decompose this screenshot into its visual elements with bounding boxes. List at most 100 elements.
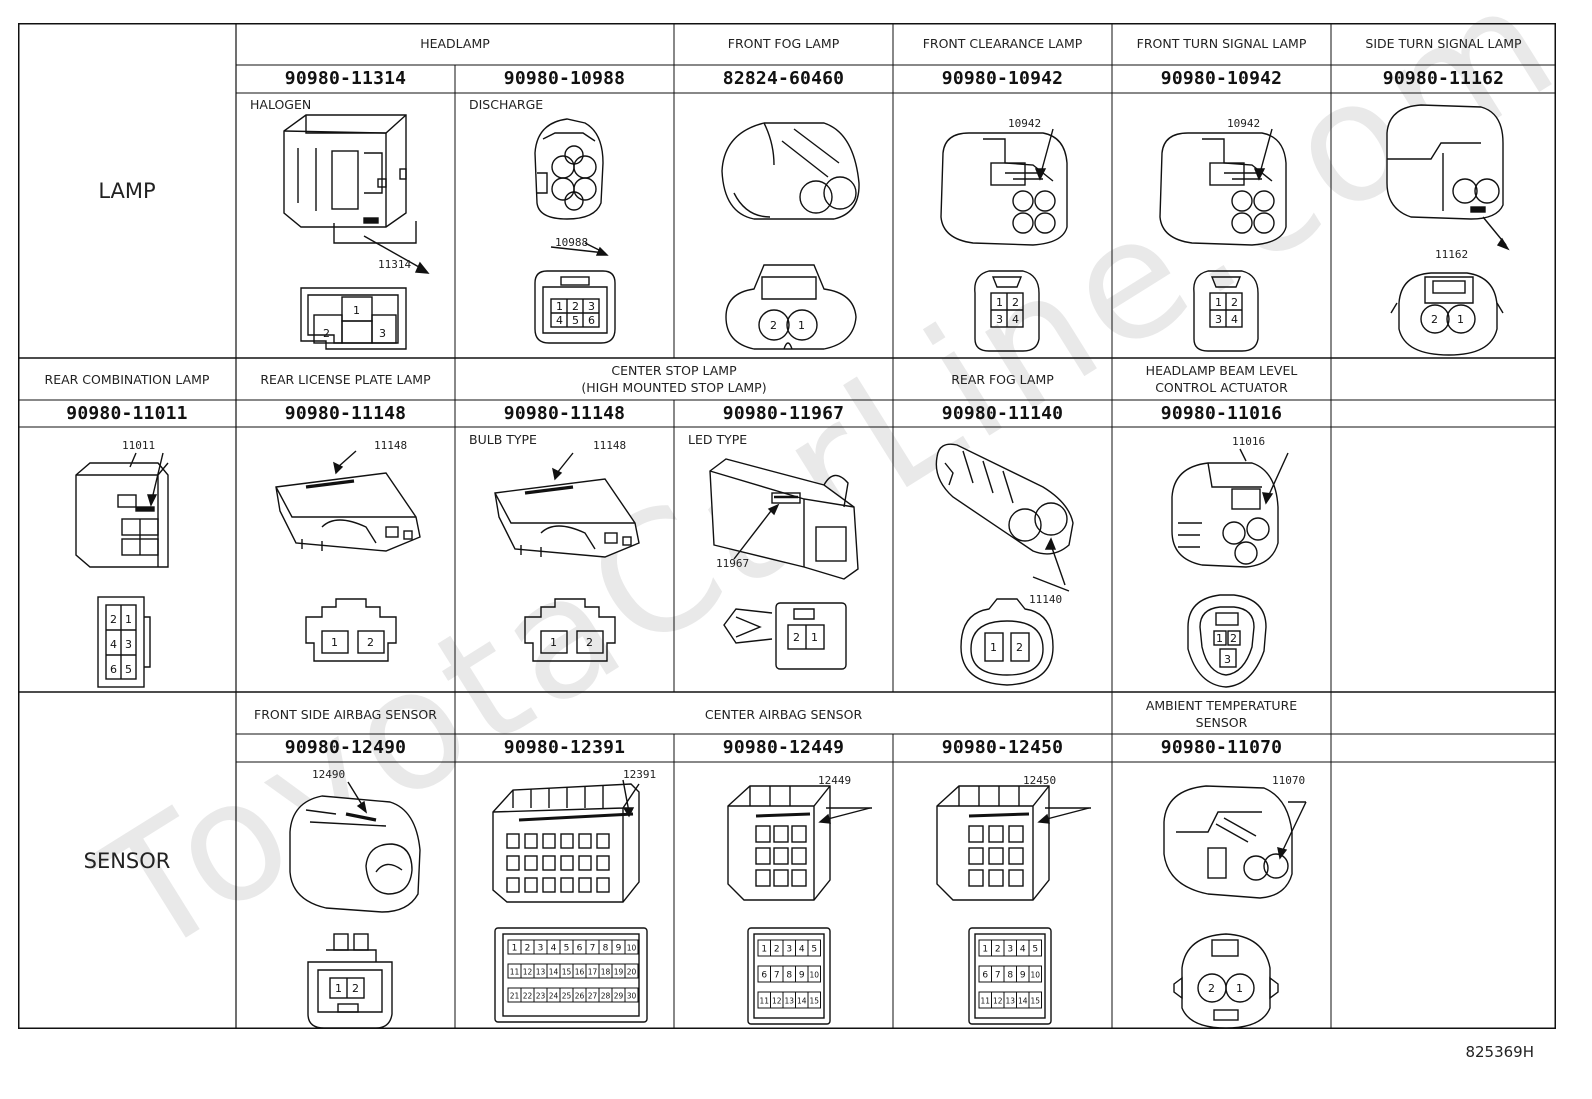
part-number: 90980-11011 xyxy=(66,403,188,424)
sublabel-halogen: HALOGEN xyxy=(250,97,312,112)
part-number: 90980-10942 xyxy=(1160,68,1283,89)
header-line: CONTROL ACTUATOR xyxy=(1155,380,1288,395)
pin-label: 2 xyxy=(770,319,777,332)
table-grid xyxy=(18,23,1556,1029)
pin-label: 2 xyxy=(367,636,374,649)
connector-drawing-82824-60460: 2 1 xyxy=(721,122,860,350)
pin-label: 12 xyxy=(523,968,533,977)
part-number: 90980-12449 xyxy=(722,737,845,758)
pin-cell xyxy=(807,991,821,1009)
pin-label: 23 xyxy=(536,992,546,1001)
pin-label: 1 xyxy=(1215,296,1222,309)
pin-label: 2 xyxy=(1208,982,1215,995)
pin-label: 21 xyxy=(510,992,520,1001)
connector-code: 11162 xyxy=(1435,248,1468,261)
connector-code: 12490 xyxy=(312,768,345,781)
pin-label: 2 xyxy=(110,613,117,626)
connector-drawing-11162: 11162 2 1 xyxy=(1386,104,1510,356)
pin-label: 3 xyxy=(379,327,386,340)
header-headlamp: HEADLAMP xyxy=(420,36,490,51)
pin-label: 12 xyxy=(993,997,1003,1006)
part-number: 90980-12490 xyxy=(284,737,407,758)
pin-label: 15 xyxy=(1030,997,1040,1006)
pin-label: 6 xyxy=(982,971,988,981)
pin-label: 1 xyxy=(556,300,563,313)
pin-label: 5 xyxy=(564,944,570,954)
part-number: 90980-10988 xyxy=(503,68,626,89)
pin-label: 6 xyxy=(761,971,767,981)
header-center-stop-lamp: CENTER STOP LAMP (HIGH MOUNTED STOP LAMP… xyxy=(455,362,893,396)
connector-code: 11148 xyxy=(374,439,407,452)
pin-label: 11 xyxy=(759,997,769,1006)
pin-label: 14 xyxy=(549,968,559,977)
pin-label: 19 xyxy=(614,968,624,977)
pin-label: 7 xyxy=(995,971,1001,981)
connector-code: 12449 xyxy=(818,774,851,787)
connector-drawing-11314: 11314 1 2 3 xyxy=(283,114,430,350)
connector-drawing-11967: 11967 2 1 xyxy=(709,458,859,670)
pin-cell xyxy=(624,987,639,1003)
pin-label: 2 xyxy=(586,636,593,649)
pin-label: 10 xyxy=(627,944,637,953)
header-line: CENTER STOP LAMP xyxy=(611,363,737,378)
pin-label: 7 xyxy=(590,944,596,954)
header-ambient-temperature-sensor: AMBIENT TEMPERATURE SENSOR xyxy=(1112,697,1331,731)
connector-code: 11140 xyxy=(1029,593,1062,606)
pin-label: 2 xyxy=(1431,313,1438,326)
pin-label: 8 xyxy=(603,944,609,954)
pin-label: 9 xyxy=(1020,971,1026,981)
connector-drawing-11011: 11011 2 1 4 3 6 5 xyxy=(75,439,169,688)
sublabel-bulb-type: BULB TYPE xyxy=(469,432,537,447)
pin-label: 1 xyxy=(811,631,818,644)
pin-label: 1 xyxy=(761,945,767,955)
part-number: 90980-12450 xyxy=(941,737,1064,758)
connector-code: 10988 xyxy=(555,236,588,249)
header-center-airbag-sensor: CENTER AIRBAG SENSOR xyxy=(704,707,863,722)
pin-label: 2 xyxy=(525,944,531,954)
connector-code: 11148 xyxy=(593,439,626,452)
part-number: 90980-11314 xyxy=(284,68,407,89)
connector-drawing-10942-clearance: 10942 1 2 3 4 xyxy=(940,117,1068,352)
pin-label: 6 xyxy=(110,663,117,676)
pin-label: 8 xyxy=(1007,971,1013,981)
pin-label: 30 xyxy=(627,992,637,1001)
pin-label: 1 xyxy=(982,945,988,955)
pin-label: 1 xyxy=(1457,313,1464,326)
pin-cell xyxy=(1028,991,1042,1009)
pin-label: 5 xyxy=(1032,945,1038,955)
pin-label: 2 xyxy=(774,945,780,955)
pin-label: 5 xyxy=(572,314,579,327)
pin-label: 3 xyxy=(125,638,132,651)
pin-cell xyxy=(624,963,639,979)
connector-code: 11070 xyxy=(1272,774,1305,787)
sublabel-led-type: LED TYPE xyxy=(688,432,748,447)
part-number: 90980-11070 xyxy=(1160,737,1283,758)
pin-cell xyxy=(807,965,821,983)
connector-chart: LAMP SENSOR HEADLAMP FRONT FOG LAMP FRON… xyxy=(18,23,1556,1029)
pin-label: 14 xyxy=(1018,997,1028,1006)
pin-label: 3 xyxy=(1007,945,1013,955)
part-number: 82824-60460 xyxy=(722,68,845,89)
connector-code: 12450 xyxy=(1023,774,1056,787)
pin-label: 1 xyxy=(996,296,1003,309)
pin-label: 3 xyxy=(1224,653,1231,666)
pin-label: 4 xyxy=(1012,313,1019,326)
pin-label: 3 xyxy=(538,944,544,954)
header-front-side-airbag-sensor: FRONT SIDE AIRBAG SENSOR xyxy=(254,707,437,722)
pin-label: 2 xyxy=(793,631,800,644)
pin-label: 10 xyxy=(1030,971,1040,980)
pin-label: 1 xyxy=(125,613,132,626)
pin-label: 15 xyxy=(562,968,572,977)
pin-label: 14 xyxy=(797,997,807,1006)
header-front-turn-signal-lamp: FRONT TURN SIGNAL LAMP xyxy=(1136,36,1307,51)
pin-label: 5 xyxy=(811,945,817,955)
pin-label: 4 xyxy=(551,944,557,954)
pin-label: 3 xyxy=(996,313,1003,326)
pin-label: 13 xyxy=(536,968,546,977)
pin-label: 26 xyxy=(575,992,585,1001)
pin-label: 1 xyxy=(331,636,338,649)
pin-label: 27 xyxy=(588,992,598,1001)
header-rear-license-plate-lamp: REAR LICENSE PLATE LAMP xyxy=(260,372,431,387)
